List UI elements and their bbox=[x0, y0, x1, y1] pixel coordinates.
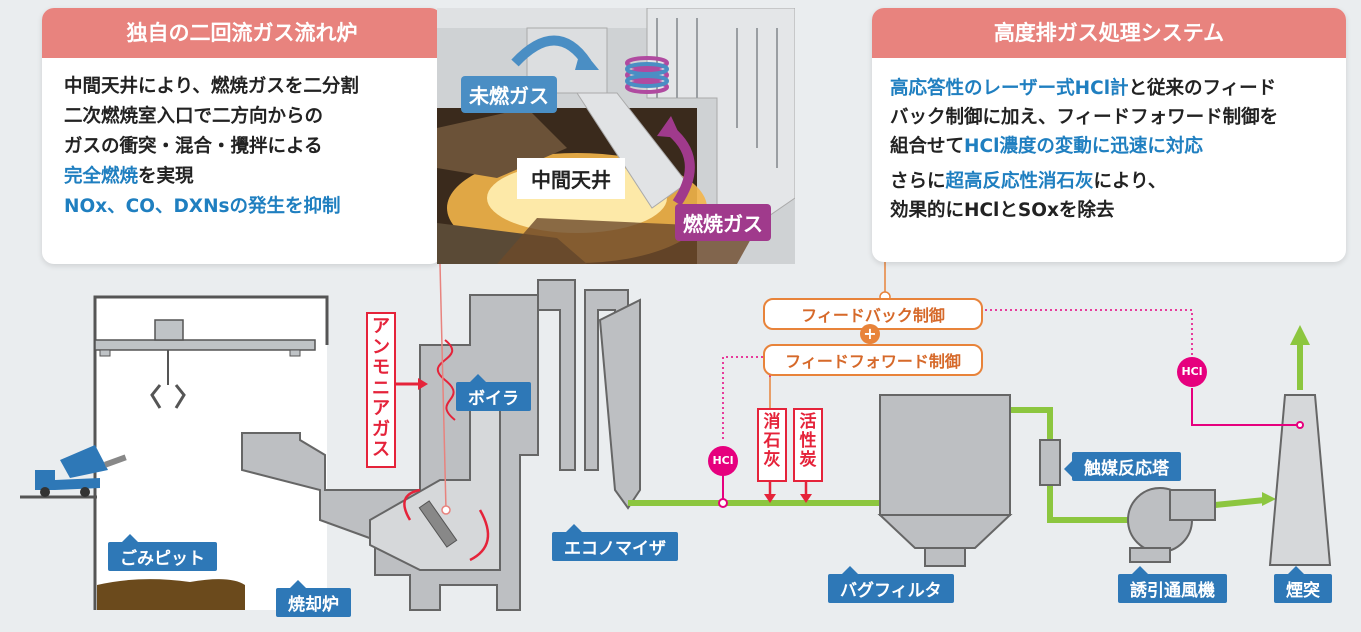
left-line-2: 二次燃焼室入口で二方向からの bbox=[64, 106, 324, 127]
right-feature-card: 高度排ガス処理システム 高応答性のレーザー式HCl計と従来のフィード バック制御… bbox=[872, 8, 1346, 262]
right-line-1: 高応答性のレーザー式HCl計と従来のフィード bbox=[890, 74, 1328, 103]
slaked-lime-label: 消石灰 bbox=[757, 408, 787, 482]
bag-filter-label: バグフィルタ bbox=[828, 566, 954, 603]
left-line-3: ガスの衝突・混合・攪拌による bbox=[64, 136, 323, 157]
induced-fan-label: 誘引通風機 bbox=[1118, 566, 1227, 603]
waste-heap bbox=[97, 579, 245, 610]
right-line-4-highlight: 超高反応性消石灰 bbox=[945, 171, 1094, 192]
garbage-truck-icon bbox=[35, 445, 127, 497]
economizer-label: エコノマイザ bbox=[552, 524, 678, 561]
feedforward-control-box: フィードフォワード制御 bbox=[763, 344, 983, 376]
left-feature-card: 独自の二回流ガス流れ炉 中間天井により、燃焼ガスを二分割 二次燃焼室入口で二方向… bbox=[42, 8, 442, 264]
right-line-4: さらに超高反応性消石灰により、 bbox=[890, 167, 1328, 196]
left-card-title: 独自の二回流ガス流れ炉 bbox=[42, 8, 442, 58]
chimney-unit bbox=[1268, 394, 1332, 566]
left-line-4: 完全燃焼を実現 bbox=[64, 162, 420, 192]
right-line-4-pre: さらに bbox=[890, 171, 946, 192]
right-line-2: バック制御に加え、フィードフォワード制御を bbox=[890, 107, 1279, 128]
refuse-pit-label: ごみピット bbox=[108, 534, 217, 571]
economizer-shape bbox=[598, 298, 641, 510]
left-line-1: 中間天井により、燃焼ガスを二分割 bbox=[64, 76, 359, 97]
incinerator-label: 焼却炉 bbox=[276, 580, 351, 617]
left-line-5: NOx、CO、DXNsの発生を抑制 bbox=[64, 196, 341, 217]
right-line-1-highlight: 高応答性のレーザー式HCl計 bbox=[890, 78, 1129, 99]
right-line-4-rest: により、 bbox=[1093, 171, 1167, 192]
crane bbox=[94, 319, 316, 409]
right-card-body: 高応答性のレーザー式HCl計と従来のフィード バック制御に加え、フィードフォワー… bbox=[872, 58, 1346, 241]
hcl-sensor-icon-right: HCl bbox=[1177, 357, 1207, 387]
catalyst-tower-unit bbox=[1039, 439, 1061, 486]
combustion-gas-label: 燃焼ガス bbox=[675, 204, 771, 241]
left-line-4-highlight: 完全燃焼 bbox=[64, 166, 139, 187]
catalyst-tower-label: 触媒反応塔 bbox=[1064, 452, 1181, 481]
furnace-photo: 未燃ガス 中間天井 燃焼ガス bbox=[437, 8, 795, 264]
right-line-3-highlight: HCl濃度の変動に迅速に対応 bbox=[964, 136, 1203, 157]
induced-fan-unit bbox=[1127, 487, 1216, 563]
unburned-gas-label: 未燃ガス bbox=[461, 76, 557, 113]
plus-icon: + bbox=[860, 324, 880, 344]
middle-ceiling-label: 中間天井 bbox=[517, 158, 625, 199]
bag-filter-unit bbox=[877, 394, 1013, 567]
right-line-3-pre: 組合せて bbox=[890, 136, 965, 157]
right-line-3: 組合せてHCl濃度の変動に迅速に対応 bbox=[890, 132, 1328, 161]
left-card-body: 中間天井により、燃焼ガスを二分割 二次燃焼室入口で二方向からの ガスの衝突・混合… bbox=[42, 58, 442, 236]
hcl-sensor-icon-left: HCl bbox=[708, 446, 738, 476]
chimney-label: 煙突 bbox=[1274, 566, 1332, 603]
activated-carbon-label: 活性炭 bbox=[793, 408, 823, 482]
left-line-4-rest: を実現 bbox=[138, 166, 194, 187]
right-line-5: 効果的にHClとSOxを除去 bbox=[890, 200, 1115, 221]
right-card-title: 高度排ガス処理システム bbox=[872, 8, 1346, 58]
ammonia-gas-label: アンモニアガス bbox=[366, 312, 396, 468]
signal-lines bbox=[722, 309, 1193, 440]
boiler-label: ボイラ bbox=[456, 374, 531, 411]
right-line-1-rest: と従来のフィード bbox=[1128, 78, 1277, 99]
